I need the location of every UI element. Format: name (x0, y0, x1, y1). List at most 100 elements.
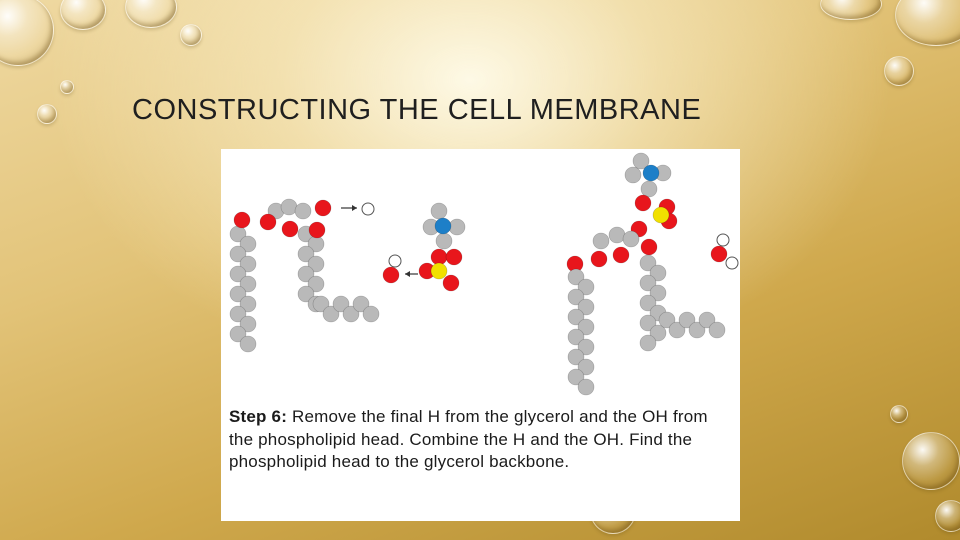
oxygen-atom (590, 250, 608, 268)
fatty-acid-tail-1 (577, 378, 595, 396)
fatty-acid-tail-2 (639, 314, 657, 332)
fatty-acid-tail-1 (567, 328, 585, 346)
hydrogen-atom (361, 202, 375, 216)
fatty-acid-tail-2-end (352, 295, 370, 313)
caption-box: Step 6: Remove the final H from the glyc… (221, 401, 740, 521)
nitrogen-atom (642, 164, 660, 182)
fatty-acid-tail-1 (229, 265, 247, 283)
fatty-acid-tail-2 (639, 334, 657, 352)
fatty-acid-tail-1 (567, 348, 585, 366)
fatty-acid-tail-1 (567, 368, 585, 386)
fatty-acid-tail-2 (639, 274, 657, 292)
oxygen-atom (612, 246, 630, 264)
fatty-acid-tail-2 (307, 275, 325, 293)
oxygen-atom (430, 248, 448, 266)
head-carbon (448, 218, 466, 236)
fatty-acid-tail-1 (239, 315, 257, 333)
fatty-acid-tail-2-end (678, 311, 696, 329)
fatty-acid-tail-2-end (698, 311, 716, 329)
fatty-acid-tail-1 (577, 298, 595, 316)
molecule-diagram (221, 149, 740, 401)
fatty-acid-tail-1 (577, 318, 595, 336)
head-carbon (632, 152, 650, 170)
head-carbon (435, 232, 453, 250)
droplet-decoration (820, 0, 882, 20)
fatty-acid-tail-2 (649, 324, 667, 342)
oxygen-atom (233, 211, 251, 229)
head-carbon (624, 166, 642, 184)
fatty-acid-tail-1 (567, 308, 585, 326)
droplet-decoration (935, 500, 960, 532)
oxygen-atom (634, 194, 652, 212)
droplet-decoration (60, 80, 74, 94)
hydrogen-atom (388, 254, 402, 268)
fatty-acid-tail-1 (229, 285, 247, 303)
fatty-acid-tail-2-end (362, 305, 380, 323)
droplet-decoration (0, 0, 54, 66)
glycerol-carbon (622, 230, 640, 248)
hydrogen-atom (716, 233, 730, 247)
oxygen-atom (640, 238, 658, 256)
arrow-head-icon (405, 271, 410, 277)
fatty-acid-tail-1 (229, 325, 247, 343)
droplet-decoration (884, 56, 914, 86)
glycerol-carbon (294, 202, 312, 220)
fatty-acid-tail-1 (229, 245, 247, 263)
fatty-acid-tail-2 (297, 265, 315, 283)
fatty-acid-tail-1 (577, 278, 595, 296)
fatty-acid-tail-1 (229, 305, 247, 323)
oxygen-atom (259, 213, 277, 231)
glycerol-carbon (608, 226, 626, 244)
nitrogen-atom (434, 217, 452, 235)
oxygen-atom (445, 248, 463, 266)
phosphorus-atom (652, 206, 670, 224)
droplet-decoration (895, 0, 960, 46)
phosphorus-atom (430, 262, 448, 280)
fatty-acid-tail-2 (297, 285, 315, 303)
droplet-decoration (180, 24, 202, 46)
fatty-acid-tail-1 (239, 335, 257, 353)
molecule-diagram-svg (229, 152, 739, 396)
fatty-acid-tail-1 (239, 275, 257, 293)
oxygen-atom (382, 266, 400, 284)
fatty-acid-tail-2-end (658, 311, 676, 329)
droplet-decoration (60, 0, 106, 30)
caption-step-label: Step 6: (229, 407, 288, 426)
fatty-acid-tail-2 (649, 284, 667, 302)
fatty-acid-tail-2-end (332, 295, 350, 313)
head-carbon (640, 180, 658, 198)
fatty-acid-tail-2-end (342, 305, 360, 323)
oxygen-atom (308, 221, 326, 239)
glycerol-carbon (280, 198, 298, 216)
oxygen-atom (442, 274, 460, 292)
fatty-acid-tail-1 (567, 268, 585, 286)
slide-title: CONSTRUCTING THE CELL MEMBRANE (132, 94, 702, 126)
fatty-acid-tail-1 (577, 358, 595, 376)
fatty-acid-tail-2-end (322, 305, 340, 323)
fatty-acid-tail-1 (239, 295, 257, 313)
fatty-acid-tail-1 (567, 288, 585, 306)
droplet-decoration (890, 405, 908, 423)
fatty-acid-tail-2-end (688, 321, 706, 339)
glycerol-carbon (592, 232, 610, 250)
fatty-acid-tail-2-end (312, 295, 330, 313)
oxygen-atom (314, 199, 332, 217)
droplet-decoration (37, 104, 57, 124)
fatty-acid-tail-2 (649, 264, 667, 282)
caption-body: Remove the final H from the glycerol and… (229, 407, 708, 471)
fatty-acid-tail-2 (297, 245, 315, 263)
fatty-acid-tail-2 (639, 294, 657, 312)
arrow-head-icon (352, 205, 357, 211)
head-carbon (430, 202, 448, 220)
droplet-decoration (125, 0, 177, 28)
fatty-acid-tail-1 (577, 338, 595, 356)
fatty-acid-tail-1 (239, 255, 257, 273)
droplet-decoration (902, 432, 960, 490)
hydrogen-atom (725, 256, 739, 270)
fatty-acid-tail-2 (639, 254, 657, 272)
fatty-acid-tail-2-end (668, 321, 686, 339)
oxygen-atom (281, 220, 299, 238)
fatty-acid-tail-2 (307, 255, 325, 273)
fatty-acid-tail-1 (239, 235, 257, 253)
oxygen-atom (710, 245, 728, 263)
